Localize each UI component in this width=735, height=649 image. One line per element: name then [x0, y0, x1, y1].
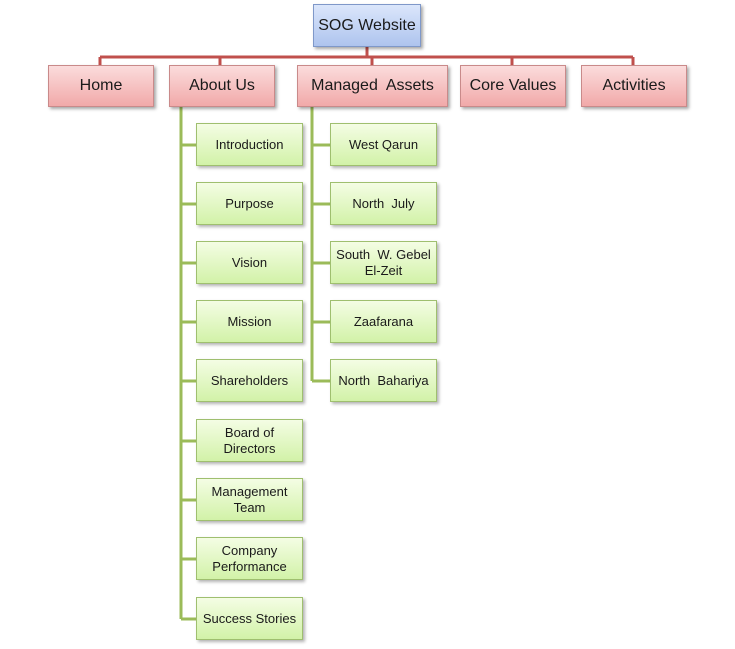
root-label: SOG Website	[318, 16, 416, 34]
section-label: About Us	[189, 77, 255, 95]
about-item-success-stories: Success Stories	[196, 597, 303, 640]
section-label: Core Values	[469, 77, 557, 95]
about-item-mission: Mission	[196, 300, 303, 343]
about-item-board-of-directors: Board of Directors	[196, 419, 303, 462]
section-core-values: Core Values	[460, 65, 566, 107]
about-item-shareholders: Shareholders	[196, 359, 303, 402]
item-label: Management Team	[211, 483, 288, 515]
item-label: Company Performance	[212, 542, 287, 574]
item-label: Purpose	[225, 195, 274, 211]
item-label: North July	[352, 195, 415, 211]
section-managed-assets: Managed Assets	[297, 65, 448, 107]
asset-item-west-qarun: West Qarun	[330, 123, 437, 166]
asset-item-south-w-gebel-el-zeit: South W. Gebel El-Zeit	[330, 241, 437, 284]
item-label: South W. Gebel El-Zeit	[336, 246, 431, 278]
item-label: West Qarun	[348, 136, 419, 152]
about-item-management-team: Management Team	[196, 478, 303, 521]
section-about-us: About Us	[169, 65, 275, 107]
about-item-introduction: Introduction	[196, 123, 303, 166]
item-label: Vision	[231, 254, 268, 270]
asset-item-north-july: North July	[330, 182, 437, 225]
section-label: Activities	[602, 77, 666, 95]
asset-item-north-bahariya: North Bahariya	[330, 359, 437, 402]
about-item-purpose: Purpose	[196, 182, 303, 225]
section-label: Managed Assets	[311, 77, 434, 95]
about-item-vision: Vision	[196, 241, 303, 284]
item-label: Shareholders	[210, 372, 289, 388]
about-item-company-performance: Company Performance	[196, 537, 303, 580]
section-home: Home	[48, 65, 154, 107]
item-label: North Bahariya	[338, 372, 429, 388]
asset-item-zaafarana: Zaafarana	[330, 300, 437, 343]
section-label: Home	[79, 77, 123, 95]
item-label: Board of Directors	[223, 424, 276, 456]
item-label: Mission	[227, 313, 272, 329]
root-node: SOG Website	[313, 4, 421, 47]
item-label: Success Stories	[202, 610, 297, 626]
item-label: Introduction	[215, 136, 284, 152]
item-label: Zaafarana	[353, 313, 414, 329]
section-activities: Activities	[581, 65, 687, 107]
